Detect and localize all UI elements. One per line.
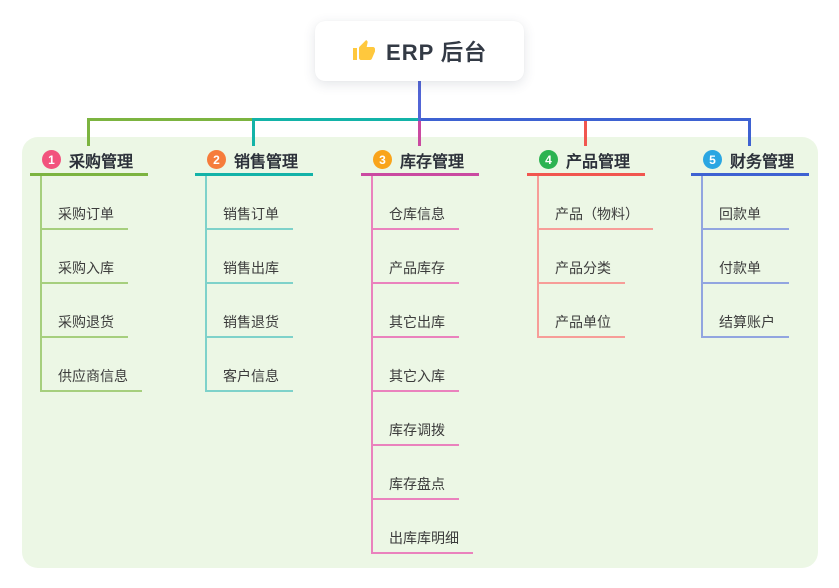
child-node-label: 其它入库 <box>389 368 445 384</box>
root-title: ERP 后台 <box>386 40 487 65</box>
root-node-erp[interactable]: ERP 后台 <box>315 21 524 81</box>
branch-title-5[interactable]: 5 财务管理 <box>691 146 809 176</box>
child-node-label: 供应商信息 <box>58 368 128 384</box>
child-node-label: 产品库存 <box>389 260 445 276</box>
branch-number-badge-4: 4 <box>539 150 558 169</box>
branch-column-2: 2 销售管理销售订单销售出库销售退货客户信息 <box>195 146 313 392</box>
child-node-label: 销售出库 <box>223 260 279 276</box>
child-node[interactable]: 结算账户 <box>703 284 789 338</box>
child-node[interactable]: 付款单 <box>703 230 789 284</box>
child-node[interactable]: 采购入库 <box>42 230 128 284</box>
branch-title-3[interactable]: 3 库存管理 <box>361 146 479 176</box>
child-node[interactable]: 销售订单 <box>207 176 293 230</box>
branch-drop-line-5 <box>748 118 751 146</box>
branch-drop-line-4 <box>584 118 587 146</box>
child-node[interactable]: 产品（物料） <box>539 176 653 230</box>
branch-column-1: 1 采购管理采购订单采购入库采购退货供应商信息 <box>30 146 148 392</box>
child-node-label: 仓库信息 <box>389 206 445 222</box>
child-node[interactable]: 产品单位 <box>539 284 625 338</box>
rail-segment-green <box>87 118 255 121</box>
branch-title-label: 采购管理 <box>69 153 134 171</box>
branch-children-5: 回款单付款单结算账户 <box>701 176 809 338</box>
child-node-label: 采购退货 <box>58 314 114 330</box>
rail-segment-teal <box>252 118 421 121</box>
child-node-label: 采购入库 <box>58 260 114 276</box>
branch-number-badge-2: 2 <box>207 150 226 169</box>
branch-number-badge-5: 5 <box>703 150 722 169</box>
child-node[interactable]: 库存盘点 <box>373 446 459 500</box>
thumbs-up-icon <box>353 40 376 60</box>
branch-drop-line-1 <box>87 118 90 146</box>
rail-segment-blue <box>418 118 751 121</box>
branch-title-1[interactable]: 1 采购管理 <box>30 146 148 176</box>
branch-drop-line-2 <box>252 118 255 146</box>
child-node[interactable]: 采购退货 <box>42 284 128 338</box>
child-node-label: 产品单位 <box>555 314 611 330</box>
branch-title-4[interactable]: 4 产品管理 <box>527 146 645 176</box>
branch-children-2: 销售订单销售出库销售退货客户信息 <box>205 176 313 392</box>
child-node[interactable]: 客户信息 <box>207 338 293 392</box>
child-node[interactable]: 回款单 <box>703 176 789 230</box>
child-node-label: 销售订单 <box>223 206 279 222</box>
branch-column-4: 4 产品管理产品（物料） 产品分类产品单位 <box>527 146 653 338</box>
branch-title-label: 库存管理 <box>400 153 465 171</box>
branch-number-badge-1: 1 <box>42 150 61 169</box>
branch-drop-line-3 <box>418 118 421 146</box>
branch-title-2[interactable]: 2 销售管理 <box>195 146 313 176</box>
child-node-label: 付款单 <box>719 260 761 276</box>
branch-number-badge-3: 3 <box>373 150 392 169</box>
child-node-label: 客户信息 <box>223 368 279 384</box>
branch-title-label: 销售管理 <box>234 153 299 171</box>
child-node[interactable]: 其它出库 <box>373 284 459 338</box>
branch-title-label: 产品管理 <box>566 153 631 171</box>
child-node[interactable]: 采购订单 <box>42 176 128 230</box>
root-stem-line <box>418 81 421 121</box>
child-node[interactable]: 销售退货 <box>207 284 293 338</box>
child-node-label: 回款单 <box>719 206 761 222</box>
child-node-label: 出库库明细 <box>389 530 459 546</box>
child-node-label: 结算账户 <box>719 314 775 330</box>
branch-children-4: 产品（物料） 产品分类产品单位 <box>537 176 653 338</box>
child-node[interactable]: 库存调拨 <box>373 392 459 446</box>
child-node-label: 产品（物料） <box>555 206 639 222</box>
child-node-label: 库存调拨 <box>389 422 445 438</box>
child-node[interactable]: 仓库信息 <box>373 176 459 230</box>
branch-children-1: 采购订单采购入库采购退货供应商信息 <box>40 176 148 392</box>
branch-title-label: 财务管理 <box>730 153 795 171</box>
child-node[interactable]: 出库库明细 <box>373 500 473 554</box>
child-node-label: 其它出库 <box>389 314 445 330</box>
child-node-label: 库存盘点 <box>389 476 445 492</box>
branches-panel <box>22 137 818 568</box>
child-node[interactable]: 其它入库 <box>373 338 459 392</box>
child-node-label: 产品分类 <box>555 260 611 276</box>
branch-children-3: 仓库信息产品库存其它出库其它入库库存调拨库存盘点出库库明细 <box>371 176 479 554</box>
child-node[interactable]: 产品库存 <box>373 230 459 284</box>
child-node[interactable]: 供应商信息 <box>42 338 142 392</box>
child-node[interactable]: 产品分类 <box>539 230 625 284</box>
branch-column-3: 3 库存管理仓库信息产品库存其它出库其它入库库存调拨库存盘点出库库明细 <box>361 146 479 554</box>
child-node-label: 采购订单 <box>58 206 114 222</box>
child-node[interactable]: 销售出库 <box>207 230 293 284</box>
branch-column-5: 5 财务管理回款单付款单结算账户 <box>691 146 809 338</box>
child-node-label: 销售退货 <box>223 314 279 330</box>
